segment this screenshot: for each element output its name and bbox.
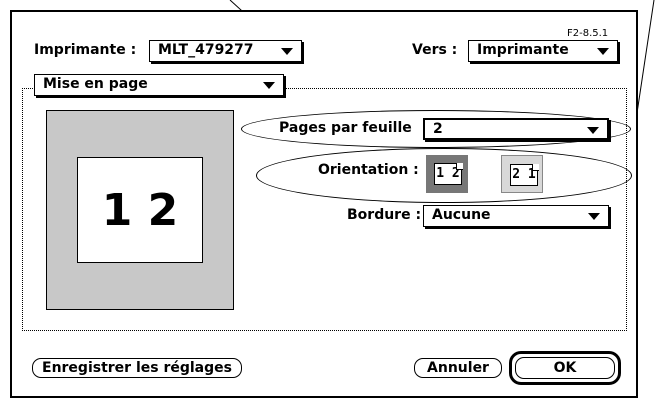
pages-per-sheet-popup[interactable]: 2 bbox=[423, 118, 609, 140]
section-value: Mise en page bbox=[43, 76, 148, 92]
orientation-option-1[interactable]: 1 2 bbox=[426, 155, 468, 193]
chevron-down-icon bbox=[281, 48, 293, 55]
page-corner-icon bbox=[532, 164, 539, 171]
printer-label: Imprimante : bbox=[34, 42, 137, 58]
border-label: Bordure : bbox=[347, 207, 422, 223]
pages-per-sheet-value: 2 bbox=[433, 121, 443, 137]
orientation-label: Orientation : bbox=[318, 162, 419, 178]
destination-popup[interactable]: Imprimante bbox=[468, 40, 618, 62]
pages-per-sheet-label: Pages par feuille bbox=[279, 120, 412, 136]
preview-sheet: 1 2 bbox=[77, 157, 203, 263]
print-dialog: F2-8.5.1 Imprimante : MLT_479277 Vers : … bbox=[10, 10, 638, 398]
section-popup[interactable]: Mise en page bbox=[34, 74, 284, 96]
save-settings-button[interactable]: Enregistrer les réglages bbox=[32, 358, 242, 378]
border-popup[interactable]: Aucune bbox=[423, 205, 609, 227]
destination-value: Imprimante bbox=[477, 42, 569, 58]
printer-value: MLT_479277 bbox=[158, 42, 254, 58]
version-label: F2-8.5.1 bbox=[567, 28, 609, 39]
border-value: Aucune bbox=[432, 207, 491, 223]
preview-area: 1 2 bbox=[46, 110, 234, 310]
layout-group-box bbox=[22, 88, 627, 331]
page-corner-icon bbox=[456, 163, 463, 170]
cancel-button[interactable]: Annuler bbox=[414, 358, 502, 378]
ok-button-ring bbox=[509, 351, 621, 385]
printer-popup[interactable]: MLT_479277 bbox=[149, 40, 302, 62]
orientation-icon-12: 1 2 bbox=[434, 163, 462, 185]
chevron-down-icon bbox=[587, 127, 599, 134]
destination-label: Vers : bbox=[412, 42, 458, 58]
orientation-icon-21: 2 1 bbox=[510, 164, 538, 186]
ok-button[interactable]: OK bbox=[515, 357, 615, 379]
chevron-down-icon bbox=[263, 82, 275, 89]
chevron-down-icon bbox=[588, 213, 600, 220]
chevron-down-icon bbox=[597, 48, 609, 55]
orientation-option-2[interactable]: 2 1 bbox=[501, 155, 543, 193]
orientation-callout-ellipse bbox=[256, 148, 632, 203]
